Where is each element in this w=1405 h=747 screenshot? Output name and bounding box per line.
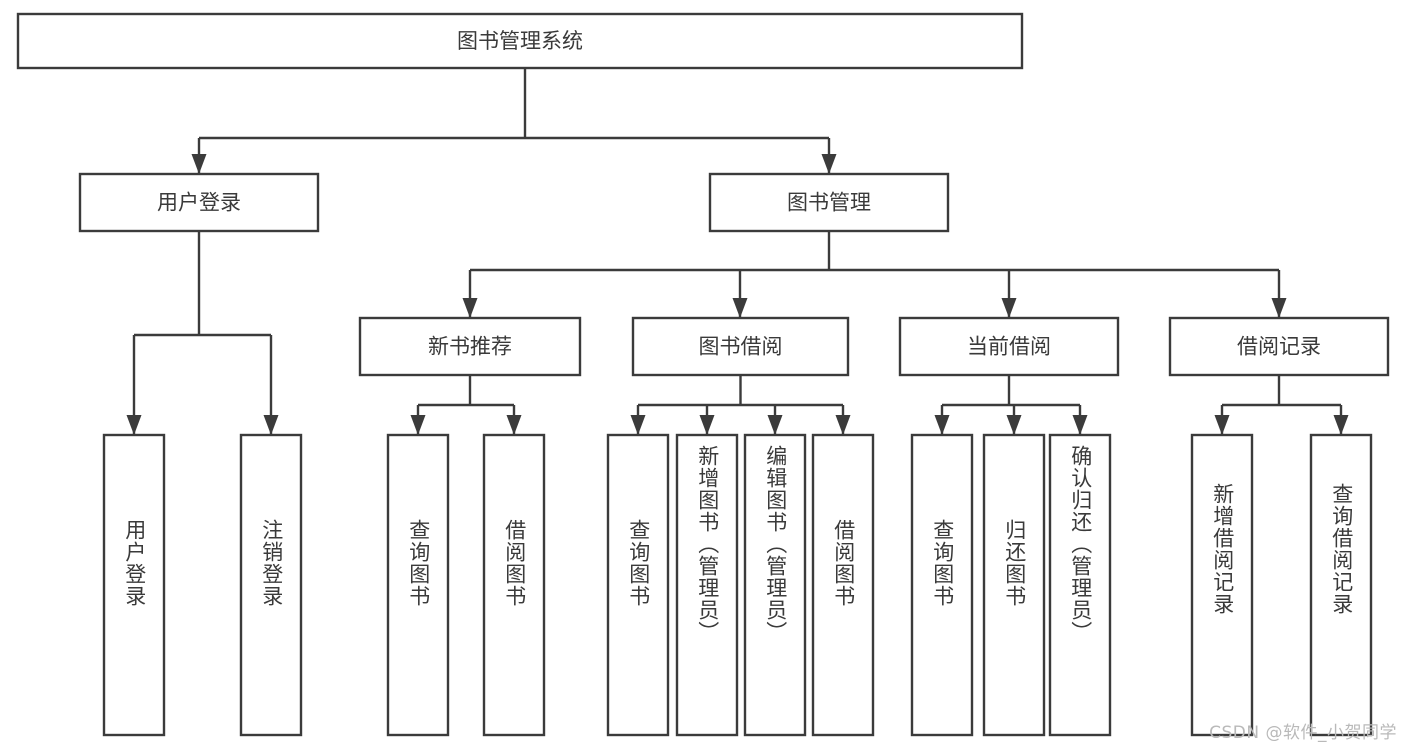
node-root[interactable] (16, 12, 1024, 70)
arrow-head-icon (191, 154, 207, 174)
node-label-user-login: 用户登录 (157, 191, 241, 215)
arrow-head-icon (630, 415, 646, 435)
leaf-node-leaf-borrow-book-rec[interactable] (482, 433, 546, 737)
node-user-login[interactable] (78, 172, 320, 233)
node-label-book-borrow: 图书借阅 (699, 335, 783, 359)
node-book-manage[interactable] (708, 172, 950, 233)
arrow-head-icon (263, 415, 279, 435)
leaf-node-leaf-query-book-rec[interactable] (386, 433, 450, 737)
arrow-head-icon (462, 298, 478, 318)
node-label-root: 图书管理系统 (457, 29, 583, 53)
leaf-node-leaf-add-book-admin[interactable] (675, 433, 739, 737)
node-label-borrow-record: 借阅记录 (1237, 335, 1321, 359)
node-book-borrow[interactable] (631, 316, 850, 377)
arrow-head-icon (1001, 298, 1017, 318)
arrow-head-icon (767, 415, 783, 435)
node-new-book-recommend[interactable] (358, 316, 582, 377)
leaf-node-leaf-confirm-return-admin[interactable] (1048, 433, 1112, 737)
node-borrow-record[interactable] (1168, 316, 1390, 377)
node-current-borrow[interactable] (898, 316, 1120, 377)
leaf-node-leaf-user-login[interactable] (102, 433, 166, 737)
leaf-node-leaf-query-book-cur[interactable] (910, 433, 974, 737)
leaf-node-leaf-edit-book-admin[interactable] (743, 433, 807, 737)
arrow-head-icon (699, 415, 715, 435)
leaf-node-leaf-add-borrow-record[interactable] (1190, 433, 1254, 737)
arrow-head-icon (1271, 298, 1287, 318)
leaf-node-leaf-borrow-book[interactable] (811, 433, 875, 737)
arrow-head-icon (1072, 415, 1088, 435)
leaf-node-leaf-query-borrow-record[interactable] (1309, 433, 1373, 737)
arrow-head-icon (410, 415, 426, 435)
arrow-head-icon (821, 154, 837, 174)
leaf-node-leaf-return-book[interactable] (982, 433, 1046, 737)
arrow-head-icon (835, 415, 851, 435)
arrow-head-icon (126, 415, 142, 435)
arrow-head-icon (934, 415, 950, 435)
leaf-node-leaf-query-book-borrow[interactable] (606, 433, 670, 737)
csdn-watermark: CSDN @软件_小贺同学 (1209, 723, 1397, 743)
arrow-head-icon (1006, 415, 1022, 435)
node-label-new-book-recommend: 新书推荐 (428, 335, 512, 359)
node-box-layer (16, 12, 1390, 737)
connector-layer (126, 68, 1349, 435)
arrow-head-icon (506, 415, 522, 435)
leaf-node-leaf-user-logout[interactable] (239, 433, 303, 737)
node-label-current-borrow: 当前借阅 (967, 335, 1051, 359)
node-label-book-manage: 图书管理 (787, 191, 871, 215)
arrow-head-icon (1214, 415, 1230, 435)
arrow-head-icon (732, 298, 748, 318)
arrow-head-icon (1333, 415, 1349, 435)
